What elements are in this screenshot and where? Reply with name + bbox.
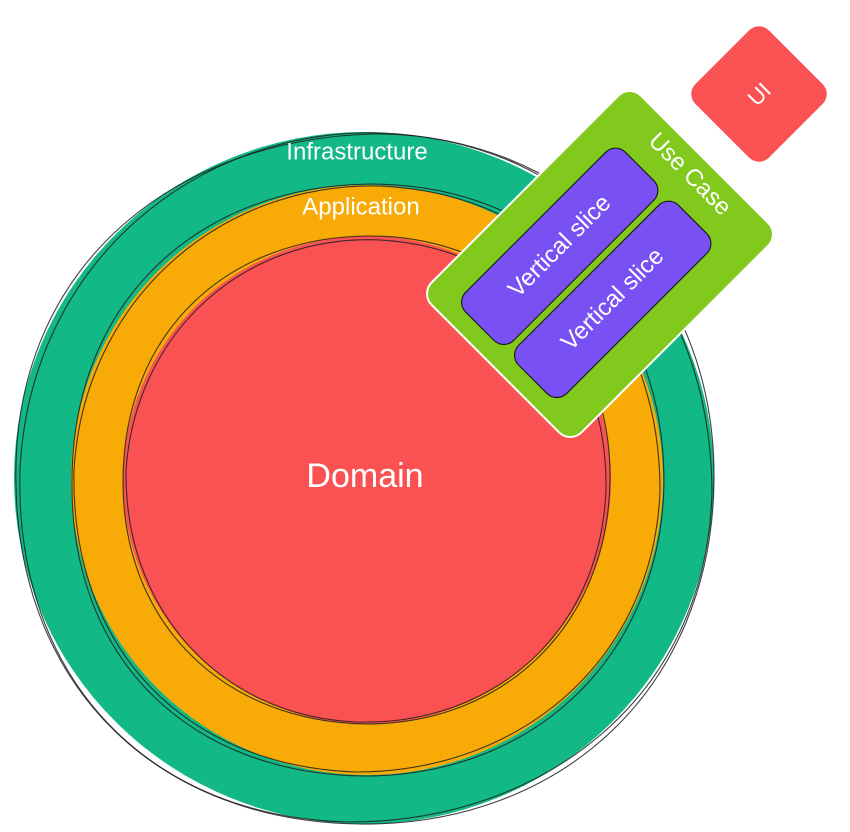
application-label: Application [302,193,419,220]
application-outline [71,183,665,777]
ui-component: UI [691,26,827,162]
domain-label: Domain [306,457,423,495]
vertical-slice-box [513,200,712,399]
vertical-slice-box [460,147,659,346]
infrastructure-outline-2 [19,132,713,823]
use-case-panel: Use Case Vertical slice Vertical slice [426,90,774,438]
domain-outline-2 [125,239,607,723]
application-outline-2 [73,185,661,773]
infrastructure-label: Infrastructure [286,138,427,165]
ui-box [691,26,827,162]
domain-outline [122,235,611,725]
